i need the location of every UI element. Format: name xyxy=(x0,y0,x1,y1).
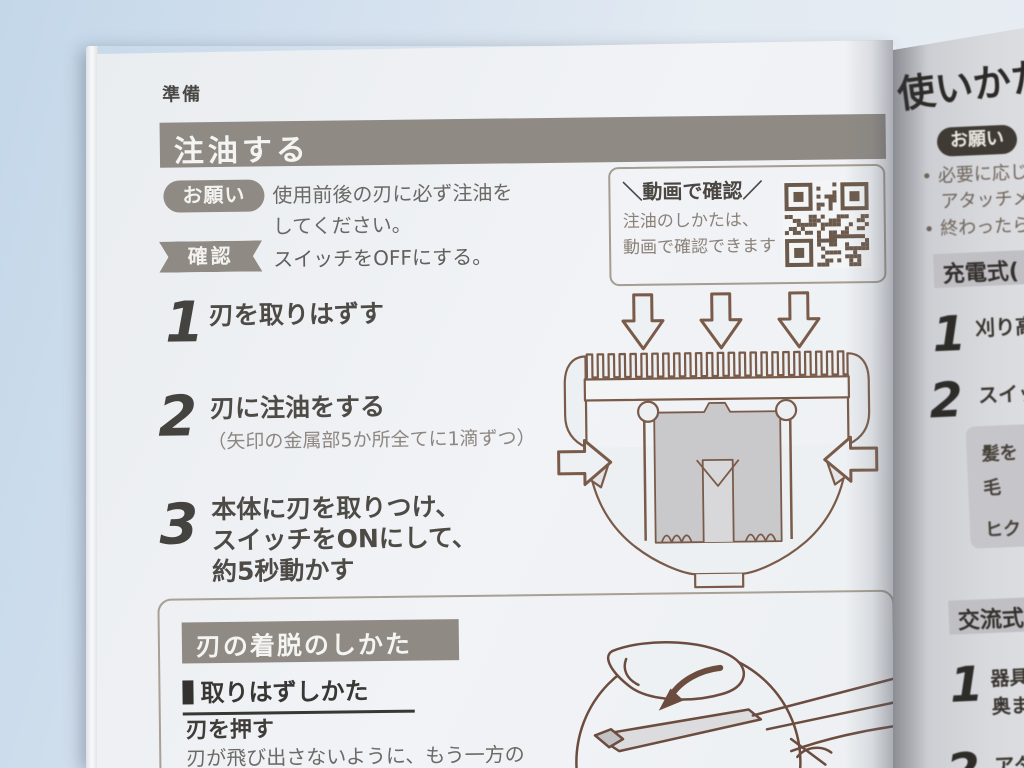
right-bullet-1-cont: アタッチメ xyxy=(940,187,1024,213)
page-title-bar: 注油する xyxy=(159,113,887,170)
kakunin-text: スイッチをOFFにする。 xyxy=(273,244,493,272)
right-onegai-badge: お願い xyxy=(936,124,1018,157)
right-bullet-2-text: 終わったら xyxy=(939,214,1024,240)
step-3-line-1: 本体に刃を取りつけ、 xyxy=(211,492,461,525)
blade-left-ear xyxy=(563,355,588,449)
plate-screw-left xyxy=(637,400,660,423)
video-box-line-1: 注油のしかたは、 xyxy=(622,210,759,233)
ac-step-1-line-2: 奥まで xyxy=(991,693,1024,719)
hint-line-2: 毛 xyxy=(982,477,1002,500)
hint-line-3: ヒク xyxy=(984,518,1022,542)
spring-left xyxy=(660,534,693,544)
inner-post-left xyxy=(642,420,647,541)
right-bullet-2: • 終わったら xyxy=(923,211,1024,242)
step-2-title: 刃に注油をする xyxy=(209,391,386,424)
clipper-blade-illustration xyxy=(557,291,879,589)
plate-screw-right xyxy=(774,398,798,422)
oil-arrow-down-2-icon xyxy=(699,292,743,350)
square-marker-icon xyxy=(182,680,194,705)
right-page-fold-shade xyxy=(893,28,927,768)
step-1-title: 刃を取りはずす xyxy=(208,298,385,331)
ac-step-1-number: 1 xyxy=(948,656,985,714)
blade-piece xyxy=(593,708,763,753)
blade-attach-box: 刃の着脱のしかた 取りはずしかた 刃を押す 刃が飛び出さないように、もう一方の … xyxy=(157,589,893,768)
blade-piece-tip xyxy=(593,727,625,749)
onegai-line-2: してください。 xyxy=(272,212,412,239)
thumb-nail-line xyxy=(623,657,640,687)
holding-thumb xyxy=(796,746,833,759)
page-fold-shadow xyxy=(845,40,893,768)
thumb-shape xyxy=(606,641,746,701)
inner-column xyxy=(701,458,735,543)
charge-step-2-label: スイッ xyxy=(977,380,1024,408)
onegai-line-1: 使用前後の刃に必ず注油を xyxy=(272,180,513,208)
inner-post-right xyxy=(788,419,793,540)
inner-notch xyxy=(696,459,740,487)
ac-section-bar: 交流式( xyxy=(948,596,1024,635)
section-label: 準備 xyxy=(162,84,203,106)
hand-removing-blade-illustration xyxy=(575,641,893,768)
page-stack-edge xyxy=(86,46,99,768)
blade-plate xyxy=(583,375,851,402)
step-3-line-2: スイッチをONにして、 xyxy=(211,522,477,556)
push-blade-body: 刃が飛び出さないように、もう一方の xyxy=(186,742,525,768)
oil-arrow-right-icon xyxy=(823,435,879,483)
onegai-text: 使用前後の刃に必ず注油を してください。 xyxy=(272,177,513,242)
step-1-number: 1 xyxy=(164,290,205,356)
comb-teeth xyxy=(584,350,849,384)
balloon-tail xyxy=(789,737,827,766)
step-3-number: 3 xyxy=(159,492,199,558)
remove-subheading-text: 取りはずしかた xyxy=(200,677,369,708)
oil-arrow-down-3-icon xyxy=(777,291,821,349)
qr-code-icon xyxy=(782,180,872,270)
onegai-badge: お願い xyxy=(163,179,265,213)
right-bullet-1-text: 必要に応じ xyxy=(937,161,1024,187)
clipper-body-line-2 xyxy=(765,700,893,731)
clipper-body-line-1 xyxy=(751,676,893,717)
blade-bottom-tab xyxy=(693,572,745,589)
right-page: 使いかた お願い • 必要に応じ アタッチメ • 終わったら 充電式( 1 刈り… xyxy=(893,28,1024,768)
step-3-line-3: 約5秒動かす xyxy=(211,555,355,587)
blade-attach-title-bar: 刃の着脱のしかた xyxy=(181,619,460,664)
charge-section-bar: 充電式( xyxy=(932,249,1024,289)
charge-step-1-label: 刈り高 xyxy=(974,313,1024,341)
ac-step-2-label: アダ xyxy=(993,752,1024,768)
oil-arrow-down-1-icon xyxy=(621,293,665,351)
video-info-box: ＼動画で確認／ 注油のしかたは、 動画で確認できます xyxy=(608,163,887,287)
step-2-number: 2 xyxy=(157,384,198,450)
remove-subheading: 取りはずしかた xyxy=(182,670,415,716)
spring-right xyxy=(744,533,777,543)
oil-arrow-left-icon xyxy=(557,439,613,487)
left-page: 準備 注油する お願い 使用前後の刃に必ず注油を してください。 確認 スイッチ… xyxy=(97,40,893,768)
video-box-title: ＼動画で確認／ xyxy=(622,178,763,205)
ac-step-1-line-1: 器具 xyxy=(990,666,1024,691)
video-box-line-2: 動画で確認できます xyxy=(622,236,777,259)
charge-step-1-number: 1 xyxy=(931,305,968,364)
step-2-note: （矢印の金属部5か所全てに1滴ずつ） xyxy=(207,427,536,454)
hint-line-1: 髪を xyxy=(981,442,1019,466)
charge-step-2-number: 2 xyxy=(928,372,964,430)
kakunin-ribbon-badge: 確認 xyxy=(159,240,262,272)
ac-step-2-number: 2 xyxy=(945,743,981,768)
blade-right-ear xyxy=(846,352,871,446)
push-blade-heading: 刃を押す xyxy=(185,717,275,744)
push-arrow-head xyxy=(658,688,684,711)
step-3-title: 本体に刃を取りつけ、 スイッチをONにして、 約5秒動かす xyxy=(211,491,477,587)
